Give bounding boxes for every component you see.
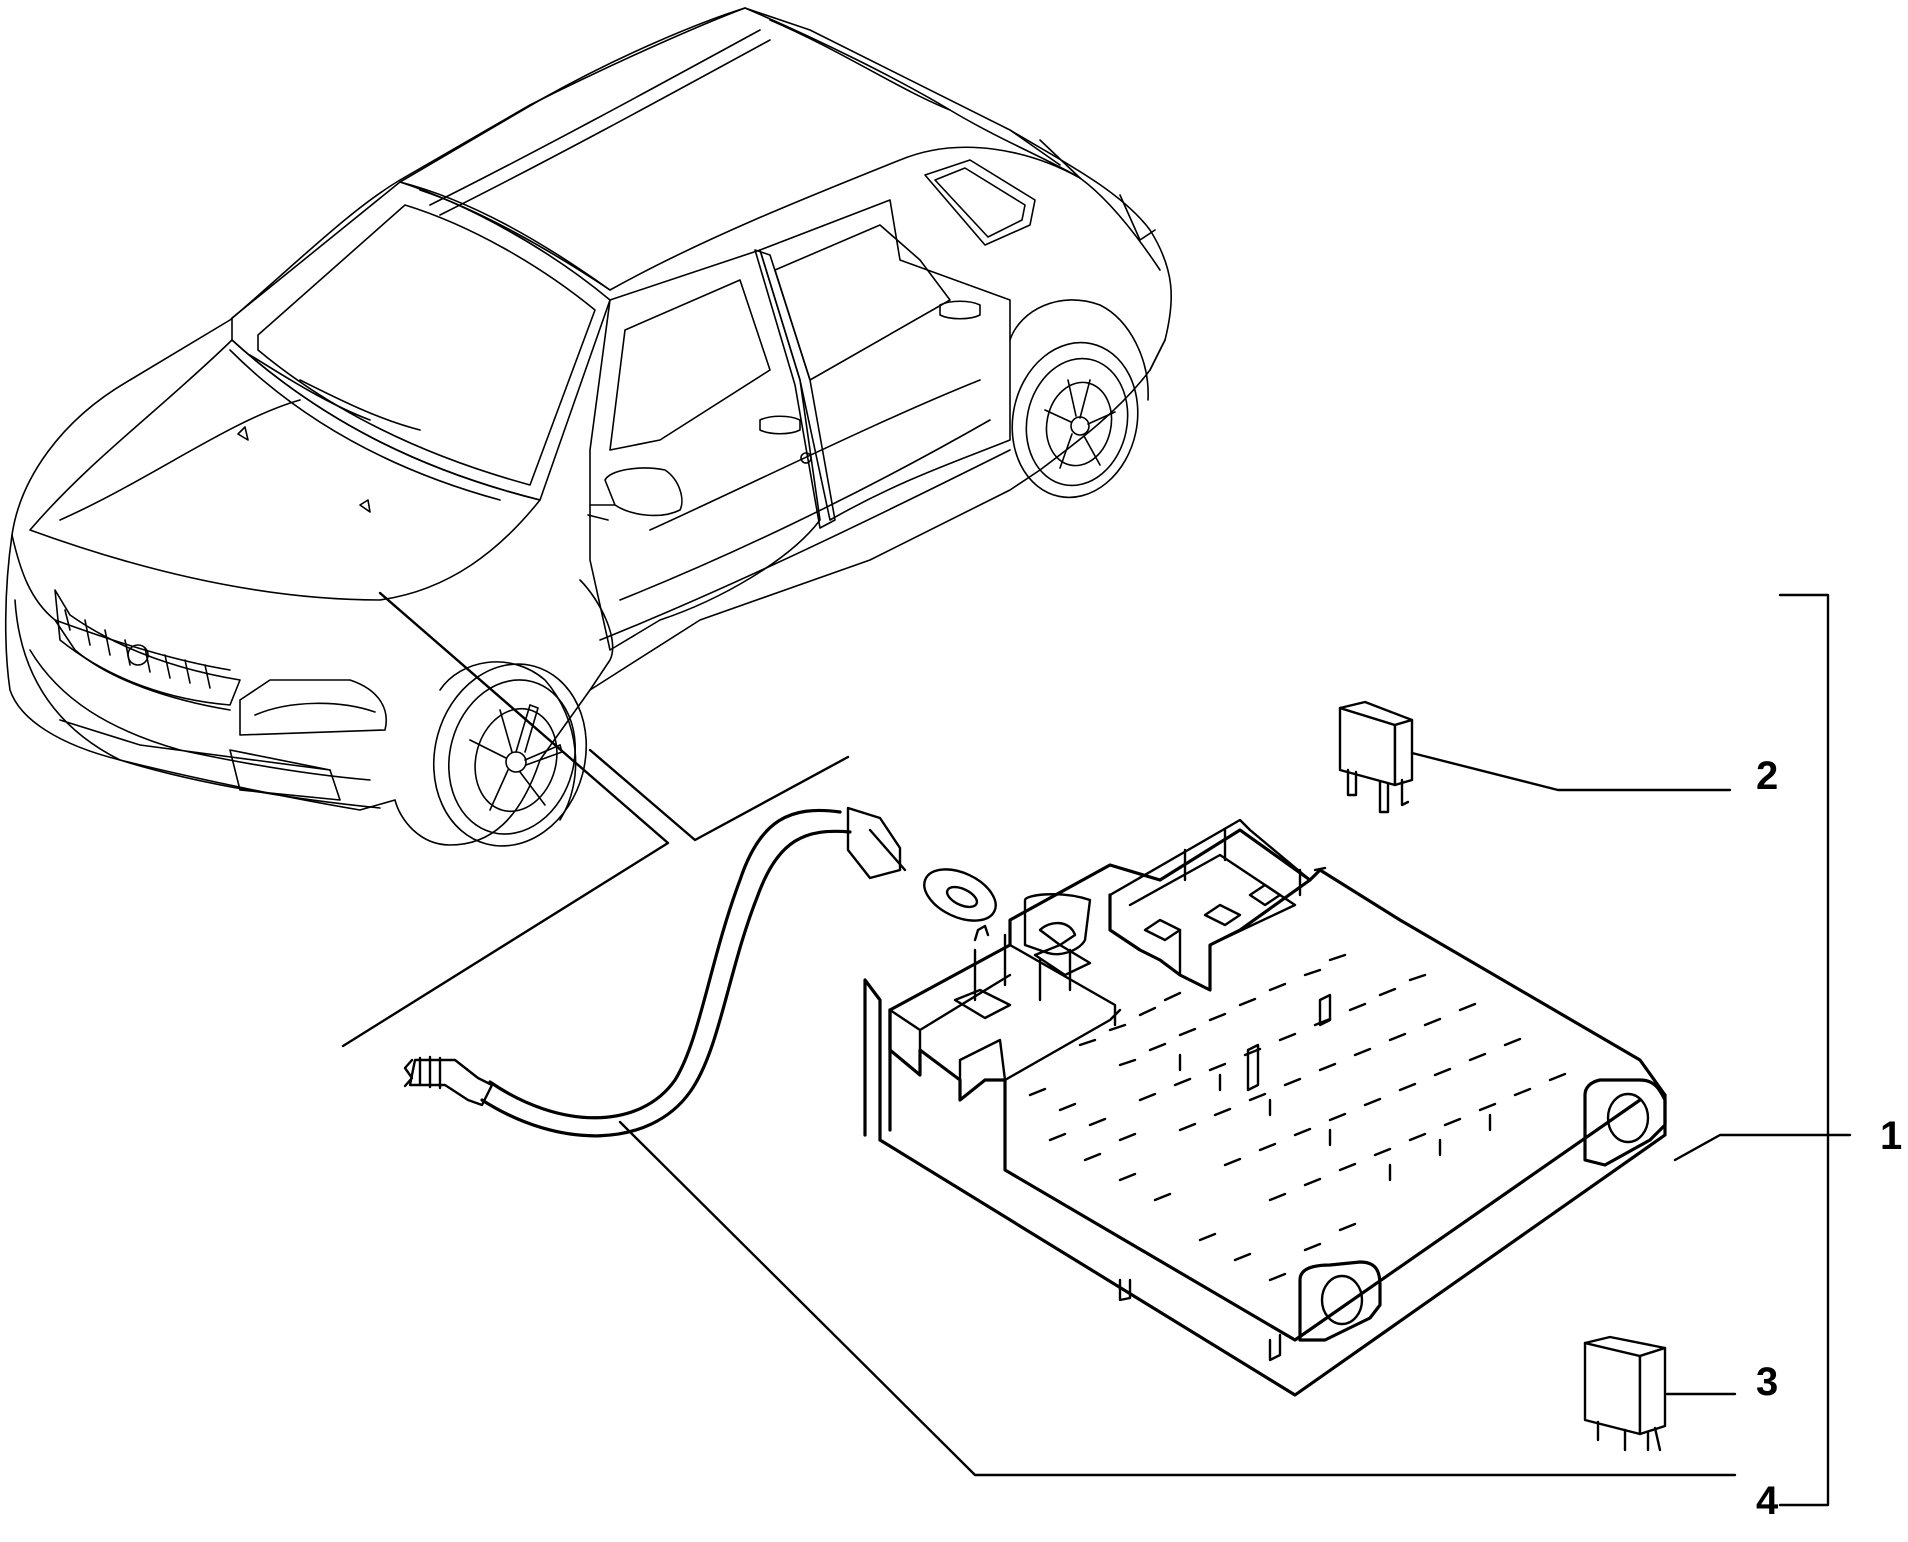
callout-label-3: 3 <box>1756 1360 1778 1404</box>
callout-label-1: 1 <box>1880 1114 1902 1158</box>
leader-2 <box>1410 751 1732 792</box>
mini-fuse <box>1338 700 1414 814</box>
ground-cable <box>403 806 997 1138</box>
callout-label-2: 2 <box>1756 754 1778 798</box>
fuse-slots <box>1028 953 1567 1282</box>
fuse-box <box>863 818 1667 1397</box>
relay <box>1583 1335 1667 1452</box>
car-illustration <box>4 7 1173 847</box>
callout-leaders <box>618 593 1852 1507</box>
callout-label-4: 4 <box>1756 1479 1779 1523</box>
leader-4 <box>618 1120 1737 1477</box>
leader-1 <box>1673 1133 1852 1162</box>
location-leader-lines <box>341 591 850 1048</box>
